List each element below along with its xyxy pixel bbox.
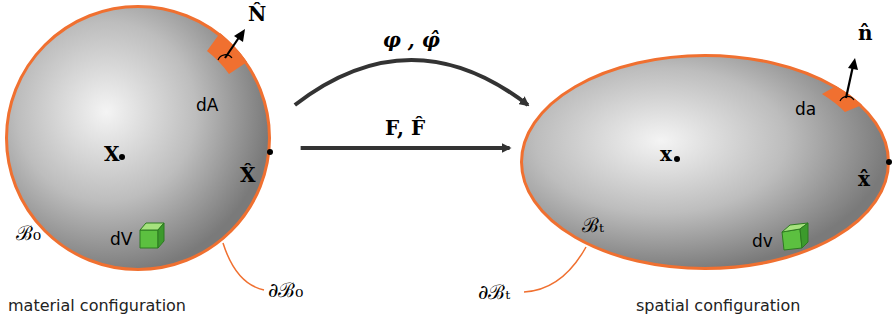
normal-vector xyxy=(846,66,853,98)
edge-label: F, F̂ xyxy=(383,117,427,140)
point xyxy=(119,154,125,160)
boundary-point xyxy=(267,149,273,155)
caption-label: material configuration xyxy=(8,297,186,315)
normal-label: n̂ xyxy=(858,22,873,45)
mapping-arrow xyxy=(295,60,528,105)
point-label: X̂ xyxy=(240,164,256,187)
boundary-point xyxy=(886,159,892,165)
volume-label: dv xyxy=(752,232,773,252)
boundary-label: ∂ℬ₀ xyxy=(268,279,303,302)
arrow-head xyxy=(848,58,858,70)
area-label: da xyxy=(795,100,816,120)
spatial-body: n̂dax̂xℬₜdv∂ℬₜspatial configuration xyxy=(520,54,890,270)
point-label: x̂ xyxy=(858,168,870,191)
leader-line xyxy=(524,247,586,292)
volume-cube xyxy=(140,223,164,248)
leader-line xyxy=(223,243,264,290)
point-label: X xyxy=(104,143,120,166)
arrow-head xyxy=(234,29,245,42)
boundary-label: ∂ℬₜ xyxy=(478,281,510,304)
gradient-arrow xyxy=(301,146,510,150)
body-label: ℬ₀ xyxy=(16,222,41,245)
point-label: x xyxy=(660,143,672,166)
body-label: ℬₜ xyxy=(582,214,604,237)
edge-label: φ , φ̂ xyxy=(381,29,442,52)
point xyxy=(674,156,680,162)
body-outline xyxy=(520,54,890,270)
normal-label: N̂ xyxy=(248,3,266,26)
volume-label: dV xyxy=(110,230,132,250)
area-label: dA xyxy=(196,96,218,116)
caption-label: spatial configuration xyxy=(636,297,800,315)
normal-vector xyxy=(225,36,240,58)
